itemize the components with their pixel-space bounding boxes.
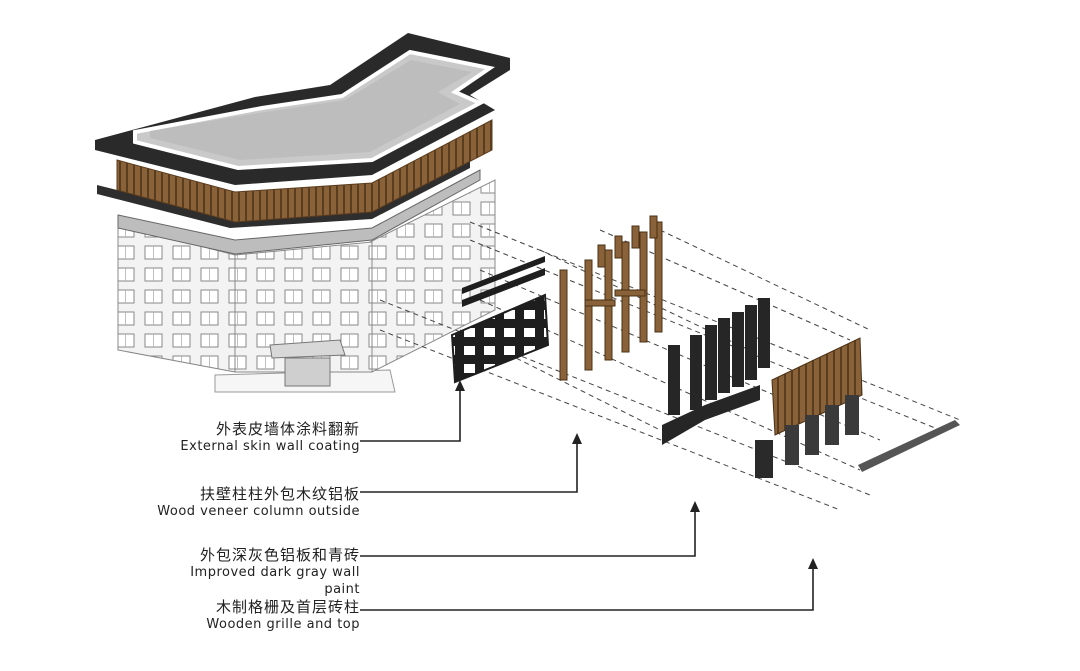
callout-arrows	[455, 380, 818, 569]
callout-en: External skin wall coating	[180, 439, 360, 454]
callout-cn: 外包深灰色铝板和青砖	[199, 546, 360, 564]
leader-line-3	[360, 508, 696, 557]
leader-line-2	[360, 440, 578, 493]
callout-cn: 扶壁柱柱外包木纹铝板	[199, 485, 360, 503]
callout-wooden-grille: 木制格栅及首层砖柱 Wooden grille and top	[150, 598, 360, 633]
layer-wood-columns	[559, 215, 663, 381]
callout-cn: 木制格栅及首层砖柱	[215, 598, 360, 616]
callout-dark-gray: 外包深灰色铝板和青砖 Improved dark gray wall paint	[150, 546, 360, 598]
leader-line-4	[360, 565, 814, 611]
leader-line-1	[360, 387, 461, 442]
callout-lines	[360, 387, 814, 611]
callout-external-skin: 外表皮墙体涂料翻新 External skin wall coating	[150, 420, 360, 455]
arrow-1	[455, 380, 465, 391]
arrow-2	[572, 433, 582, 444]
callout-en: Wooden grille and top	[206, 617, 360, 632]
callout-en: Wood veneer column outside	[157, 504, 360, 519]
building	[95, 33, 510, 393]
layer-dark-columns	[662, 298, 770, 445]
layer-external-skin	[450, 256, 550, 384]
callout-cn: 外表皮墙体涂料翻新	[215, 420, 360, 438]
callout-wood-veneer: 扶壁柱柱外包木纹铝板 Wood veneer column outside	[150, 485, 360, 520]
callout-en: Improved dark gray wall paint	[190, 565, 360, 597]
arrow-4	[808, 558, 818, 569]
arrow-3	[690, 501, 700, 512]
layer-wooden-grille	[755, 337, 960, 478]
